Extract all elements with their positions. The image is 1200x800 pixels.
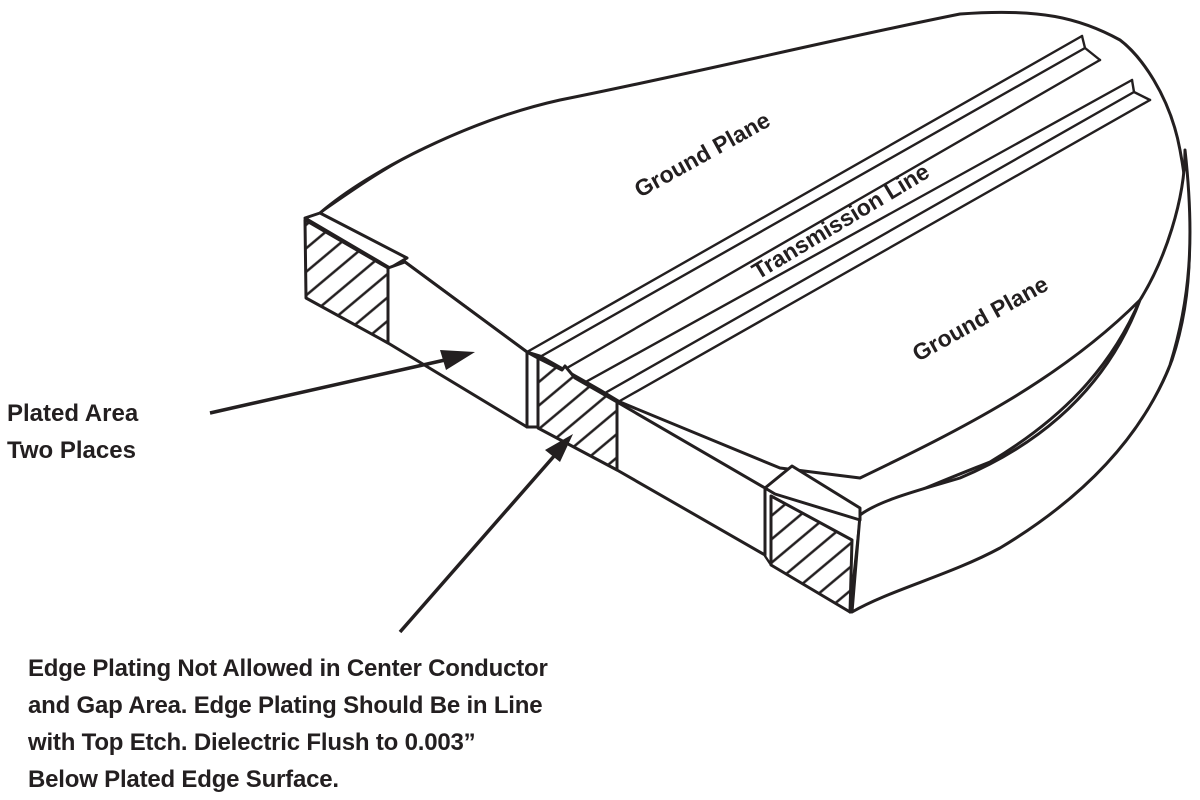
arrowhead-icon: [545, 434, 573, 462]
left-plated-section: [303, 211, 529, 429]
callout-line: Plated Area: [7, 400, 139, 427]
center-conductor-section: [525, 350, 619, 472]
plated-area-callout: Plated Area Two Places: [7, 395, 227, 469]
note-line: Below Plated Edge Surface.: [28, 766, 339, 793]
note-line: Edge Plating Not Allowed in Center Condu…: [28, 655, 548, 682]
transmission-line-strip: [525, 34, 1152, 404]
note-line: with Top Etch. Dielectric Flush to 0.003…: [28, 729, 476, 756]
right-plated-section: [615, 400, 862, 614]
arrowhead-icon: [440, 350, 475, 370]
plated-area-leader: [209, 350, 475, 415]
callout-line: Two Places: [7, 437, 136, 464]
note-line: and Gap Area. Edge Plating Should Be in …: [28, 692, 543, 719]
edge-plating-note: Edge Plating Not Allowed in Center Condu…: [28, 650, 688, 798]
board-right-edge: [850, 148, 1192, 614]
edge-plating-leader: [398, 434, 573, 634]
